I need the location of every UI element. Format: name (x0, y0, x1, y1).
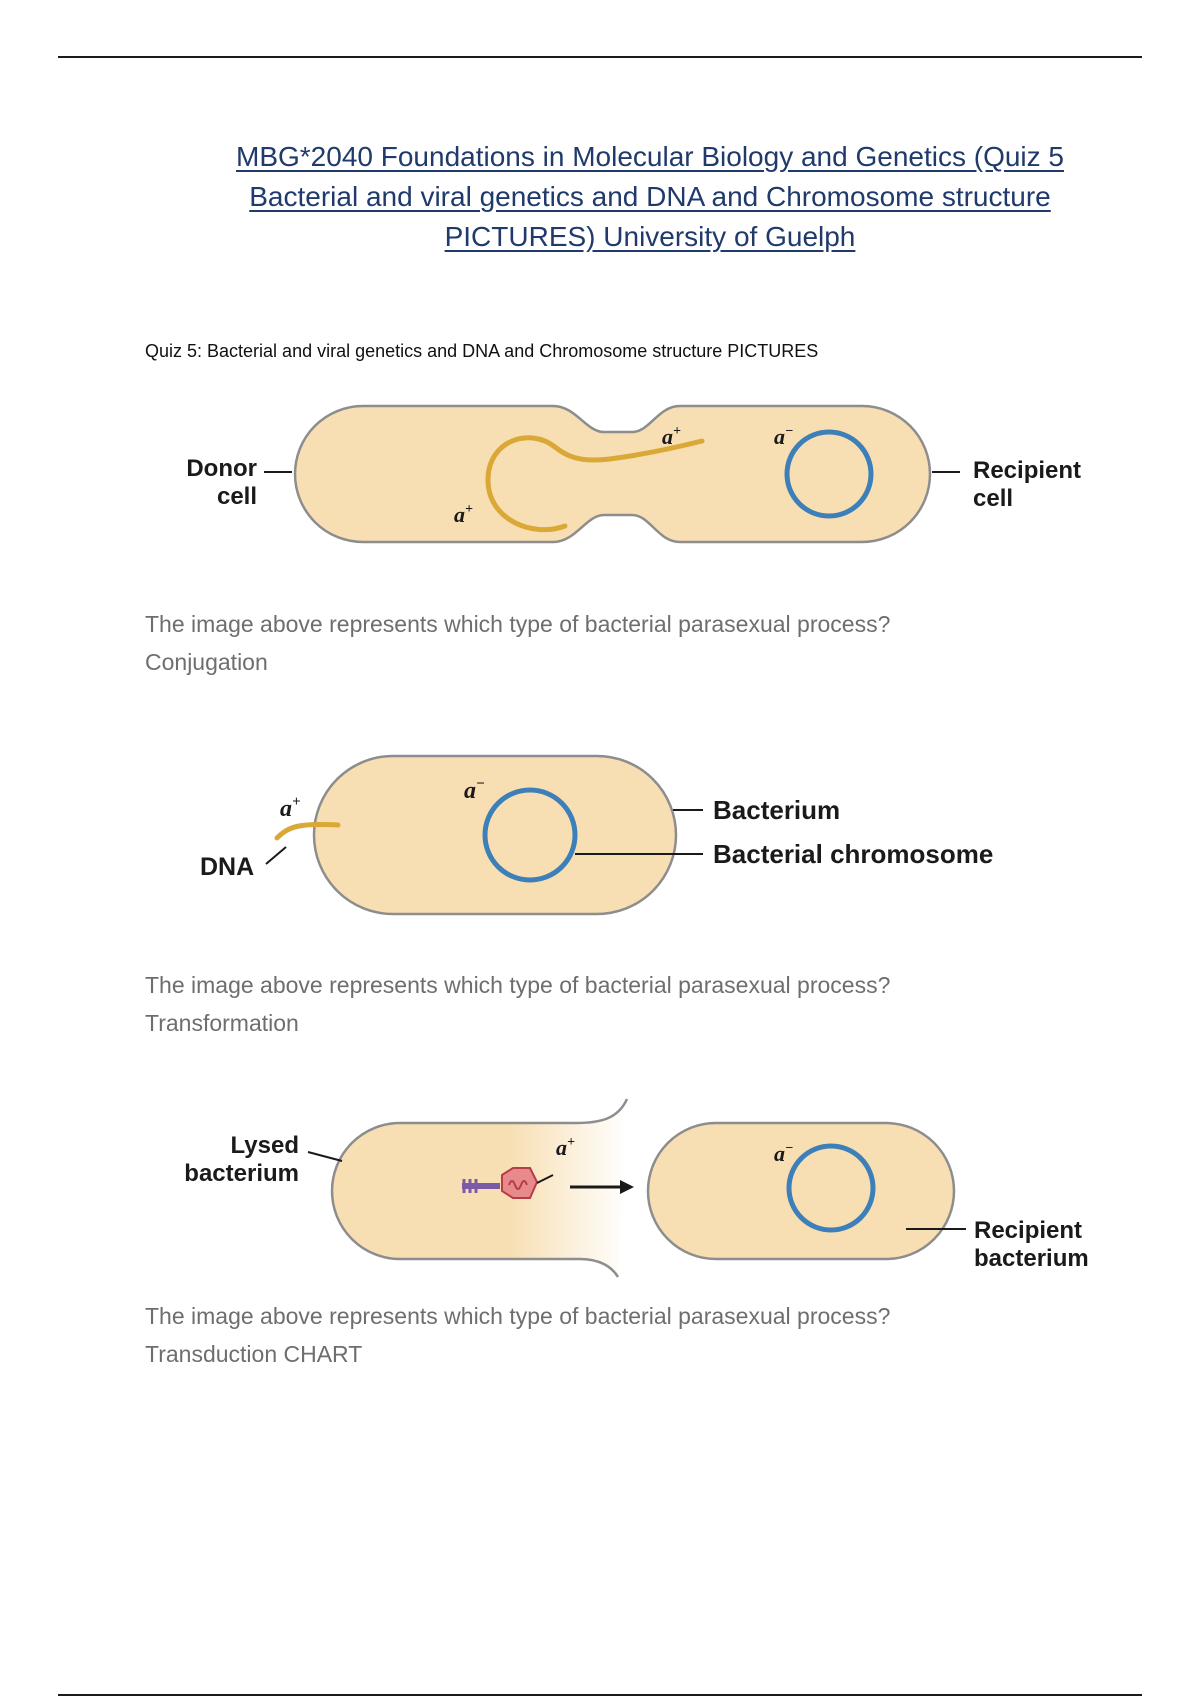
recipient-chromosome (784, 429, 874, 519)
donor-dna-strand (485, 435, 705, 533)
gene-a-plus-transfer: a+ (662, 424, 681, 449)
conjugation-diagram: Donor cell Recipient cell a+ a+ a− (186, 404, 1081, 544)
dna-label: DNA (200, 853, 254, 881)
bacterial-chromosome (482, 787, 578, 883)
lysed-label-2: bacterium (184, 1160, 299, 1187)
title-line-1[interactable]: MBG*2040 Foundations in Molecular Biolog… (236, 141, 1064, 172)
free-dna-fragment (274, 821, 341, 841)
bottom-rule (58, 1694, 1142, 1696)
transduction-diagram: Lysed bacterium Recipient bacterium a+ a… (184, 1098, 1089, 1278)
recipient-chromosome (786, 1143, 876, 1233)
lysed-leader-line (307, 1151, 343, 1162)
bacterium-body (312, 754, 678, 916)
transduction-figure: Lysed bacterium Recipient bacterium a+ a… (0, 1095, 1200, 1280)
gene-a-plus: a+ (280, 794, 301, 822)
donor-label-2: cell (217, 483, 257, 510)
document-title: MBG*2040 Foundations in Molecular Biolog… (205, 137, 1095, 257)
phage-particle (462, 1167, 539, 1199)
transfer-arrow-icon (570, 1180, 634, 1194)
question-block-1: The image above represents which type of… (145, 605, 890, 681)
subheading: Quiz 5: Bacterial and viral genetics and… (145, 341, 819, 361)
phage-dna-leader (536, 1174, 554, 1184)
dna-leader-line (265, 846, 287, 865)
answer-text: Conjugation (145, 649, 268, 675)
gene-a-minus: a− (464, 776, 485, 804)
gene-a-plus-chromosome: a+ (454, 502, 473, 527)
conjugation-cells-body (293, 404, 932, 544)
donor-label-1: Donor (186, 455, 257, 482)
gene-a-plus: a+ (556, 1135, 575, 1160)
transformation-diagram: DNA Bacterium Bacterial chromosome a+ a− (200, 754, 993, 916)
question-text: The image above represents which type of… (145, 611, 891, 637)
answer-text: Transduction CHART (145, 1341, 363, 1367)
gene-a-minus: a− (774, 424, 793, 449)
title-line-2[interactable]: Bacterial and viral genetics and DNA and… (249, 181, 1051, 212)
title-line-3[interactable]: PICTURES) University of Guelph (444, 221, 856, 252)
question-text: The image above represents which type of… (145, 1303, 891, 1329)
transformation-figure: DNA Bacterium Bacterial chromosome a+ a− (0, 748, 1200, 924)
question-text: The image above represents which type of… (145, 972, 891, 998)
recipient-label-1: Recipient (973, 457, 1081, 484)
question-block-2: The image above represents which type of… (145, 966, 890, 1042)
recipient-label-1: Recipient (974, 1217, 1082, 1244)
recipient-label-2: cell (973, 485, 1013, 512)
bacterium-label: Bacterium (713, 795, 840, 825)
lysed-label-1: Lysed (231, 1132, 299, 1159)
answer-text: Transformation (145, 1010, 299, 1036)
conjugation-figure: Donor cell Recipient cell a+ a+ a− (0, 395, 1200, 555)
top-rule (58, 56, 1142, 58)
gene-a-minus: a− (774, 1141, 793, 1166)
question-block-3: The image above represents which type of… (145, 1297, 890, 1373)
recipient-bacterium-body (646, 1121, 956, 1261)
chromosome-label: Bacterial chromosome (713, 839, 993, 869)
recipient-label-2: bacterium (974, 1245, 1089, 1272)
